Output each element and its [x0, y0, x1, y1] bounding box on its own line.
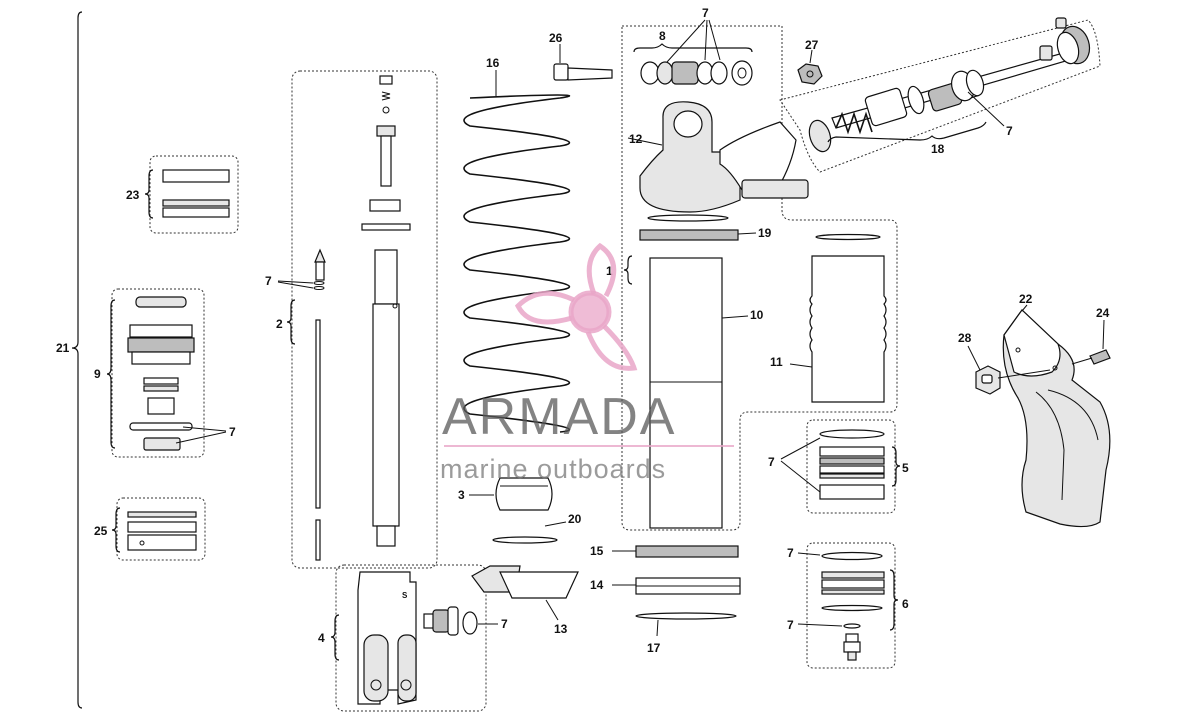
part-group-6: 7 7 6 — [787, 542, 909, 669]
callout-25: 25 — [94, 524, 108, 538]
callout-2: 2 — [276, 317, 283, 331]
callout-20: 20 — [568, 512, 582, 526]
part-24-screw: 24 — [1071, 306, 1111, 365]
callout-21: 21 — [56, 341, 70, 355]
part-group-25: 25 — [94, 497, 206, 561]
callout-7: 7 — [1006, 124, 1013, 138]
callout-9: 9 — [94, 367, 101, 381]
callout-14: 14 — [590, 578, 604, 592]
callout-10: 10 — [750, 308, 764, 322]
callout-24: 24 — [1096, 306, 1110, 320]
callout-7: 7 — [229, 425, 236, 439]
part-group-2-damper-rod: 7 2 — [265, 70, 438, 569]
part-16-spring: 16 — [463, 56, 571, 433]
propeller-logo-icon — [514, 242, 638, 371]
callout-19: 19 — [758, 226, 772, 240]
callout-26: 26 — [549, 31, 563, 45]
callout-5: 5 — [902, 461, 909, 475]
callout-7: 7 — [702, 6, 709, 20]
callout-22: 22 — [1019, 292, 1033, 306]
callout-18: 18 — [931, 142, 945, 156]
callout-27: 27 — [805, 38, 819, 52]
part-group-5: 7 5 — [768, 419, 909, 514]
callout-13: 13 — [554, 622, 568, 636]
part-group-23: 23 — [126, 155, 239, 234]
part-15-lock-ring: 15 — [590, 544, 739, 558]
part-13-spring-seat: 13 — [471, 565, 579, 636]
callout-16: 16 — [486, 56, 500, 70]
callout-17: 17 — [647, 641, 661, 655]
part-27-nut: 27 — [797, 38, 823, 85]
part-11-dust-boot: 11 — [770, 233, 887, 403]
part-22-mudguard: 22 — [1002, 292, 1111, 528]
callout-12: 12 — [629, 132, 643, 146]
part-group-4-clevis: S 7 4 — [318, 564, 508, 712]
callout-23: 23 — [126, 188, 140, 202]
part-group-18-piston-assembly: 7 18 — [779, 17, 1101, 173]
callout-11: 11 — [770, 355, 783, 369]
callout-15: 15 — [590, 544, 604, 558]
callout-8: 8 — [659, 29, 666, 43]
part-14-adjuster-ring: 14 — [590, 577, 741, 595]
callout-7: 7 — [501, 617, 508, 631]
callout-7: 7 — [787, 618, 794, 632]
watermark-tagline: marine outboards — [440, 454, 666, 484]
assembly-21-brace: 21 — [56, 11, 83, 709]
part-group-9: 9 7 — [94, 288, 236, 458]
callout-4: 4 — [318, 631, 325, 645]
callout-1: 1 — [606, 264, 613, 278]
callout-7: 7 — [265, 274, 272, 288]
part-28-clip: 28 — [958, 331, 1051, 395]
watermark-brand: ARMADA — [442, 388, 676, 446]
part-26-bolt: 26 — [549, 31, 613, 81]
svg-text:S: S — [402, 591, 408, 600]
part-group-1-shock-body: 8 7 12 19 10 1 — [606, 6, 898, 531]
callout-7: 7 — [787, 546, 794, 560]
part-20-washer: 20 — [492, 512, 582, 544]
callout-28: 28 — [958, 331, 972, 345]
callout-3: 3 — [458, 488, 465, 502]
part-17-retaining-ring: 17 — [635, 612, 737, 655]
part-3-bump-stop: 3 — [458, 477, 553, 511]
callout-7: 7 — [768, 455, 775, 469]
armada-watermark: ARMADA marine outboards — [440, 242, 734, 484]
callout-6: 6 — [902, 597, 909, 611]
